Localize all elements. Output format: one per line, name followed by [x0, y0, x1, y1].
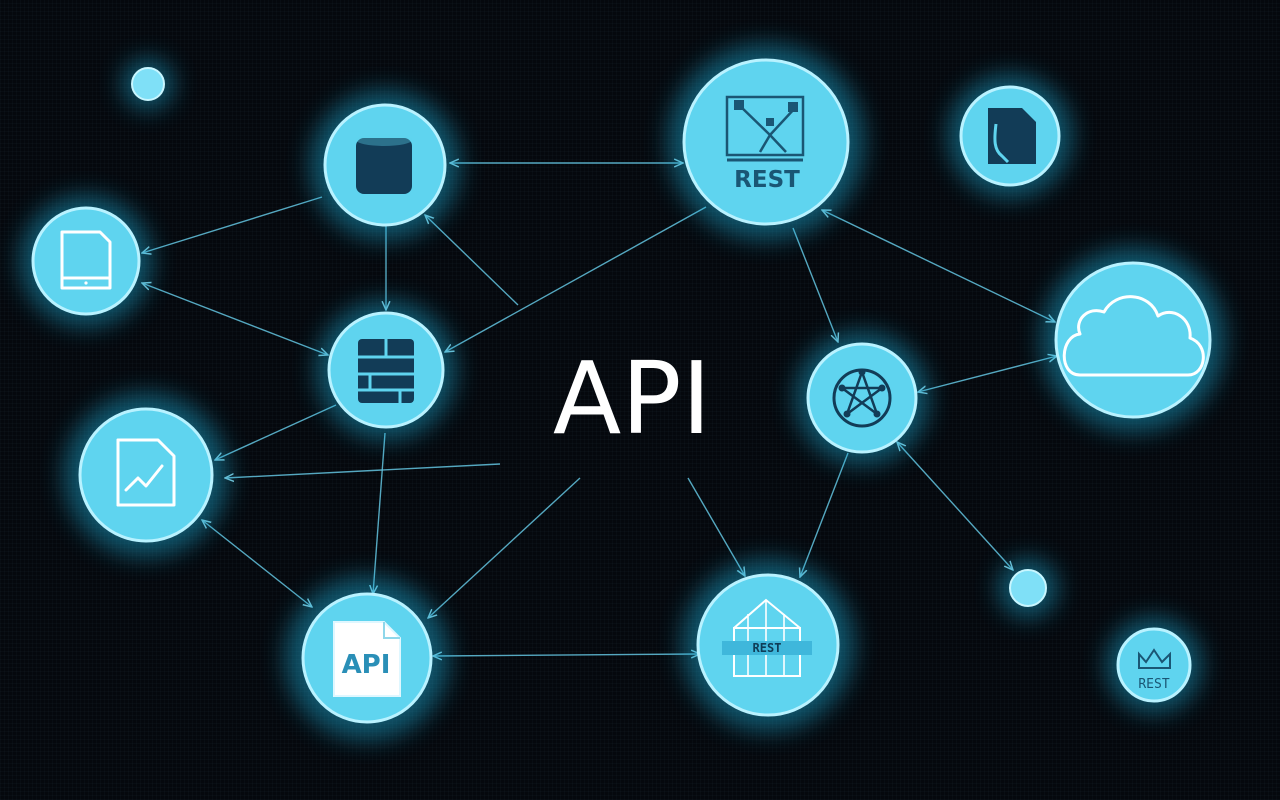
chart-document-icon	[116, 438, 176, 507]
edge-rest-star	[792, 227, 838, 342]
edge-server-api	[373, 432, 386, 594]
rest-small-icon	[1138, 648, 1171, 669]
small-dot-right	[998, 558, 1058, 618]
edge-center-chart	[225, 463, 501, 478]
rest-label-small: REST	[1138, 677, 1169, 692]
tablet-node	[20, 195, 152, 327]
network-star-icon	[832, 368, 892, 428]
server-icon	[358, 339, 414, 403]
edges	[142, 163, 1057, 656]
rest-network-icon	[725, 95, 805, 162]
rest-label-bottom: REST	[753, 641, 782, 655]
edge-tablet-server	[142, 283, 328, 355]
api-document-label: API	[342, 650, 391, 680]
edge-database-center	[425, 215, 519, 306]
edge-star-rest-bottom	[800, 452, 849, 577]
document-icon	[988, 108, 1036, 164]
api-document-icon: API	[333, 621, 401, 697]
cloud-node	[1041, 248, 1225, 432]
small-dot-top-left	[122, 58, 174, 110]
edge-rest-server	[445, 206, 707, 352]
rest-small-node: REST	[1106, 617, 1202, 713]
edge-server-chart	[215, 404, 337, 460]
edge-chart-api	[202, 520, 312, 607]
edge-center-api	[428, 477, 581, 618]
cloud-icon	[1062, 295, 1205, 377]
rest-label-top: REST	[734, 167, 800, 193]
edge-database-tablet	[142, 196, 323, 253]
edge-center-rest-bottom	[687, 477, 745, 576]
rest-building-icon	[722, 598, 812, 677]
api-document-node: API	[285, 576, 449, 740]
document-top-right-node	[948, 74, 1072, 198]
rest-bottom-node: REST	[682, 559, 854, 731]
center-api-title: API	[553, 340, 711, 457]
database-node	[310, 90, 460, 240]
edge-api-rest-bottom	[433, 654, 700, 656]
rest-top-node: REST	[668, 44, 864, 240]
edge-star-cloud	[918, 356, 1057, 392]
edge-rest-cloud	[822, 210, 1055, 322]
server-node	[316, 300, 456, 440]
edge-star-dot	[897, 442, 1013, 570]
tablet-icon	[60, 230, 112, 290]
network-star-node	[795, 331, 929, 465]
database-icon	[356, 134, 412, 194]
chart-document-node	[64, 393, 228, 557]
